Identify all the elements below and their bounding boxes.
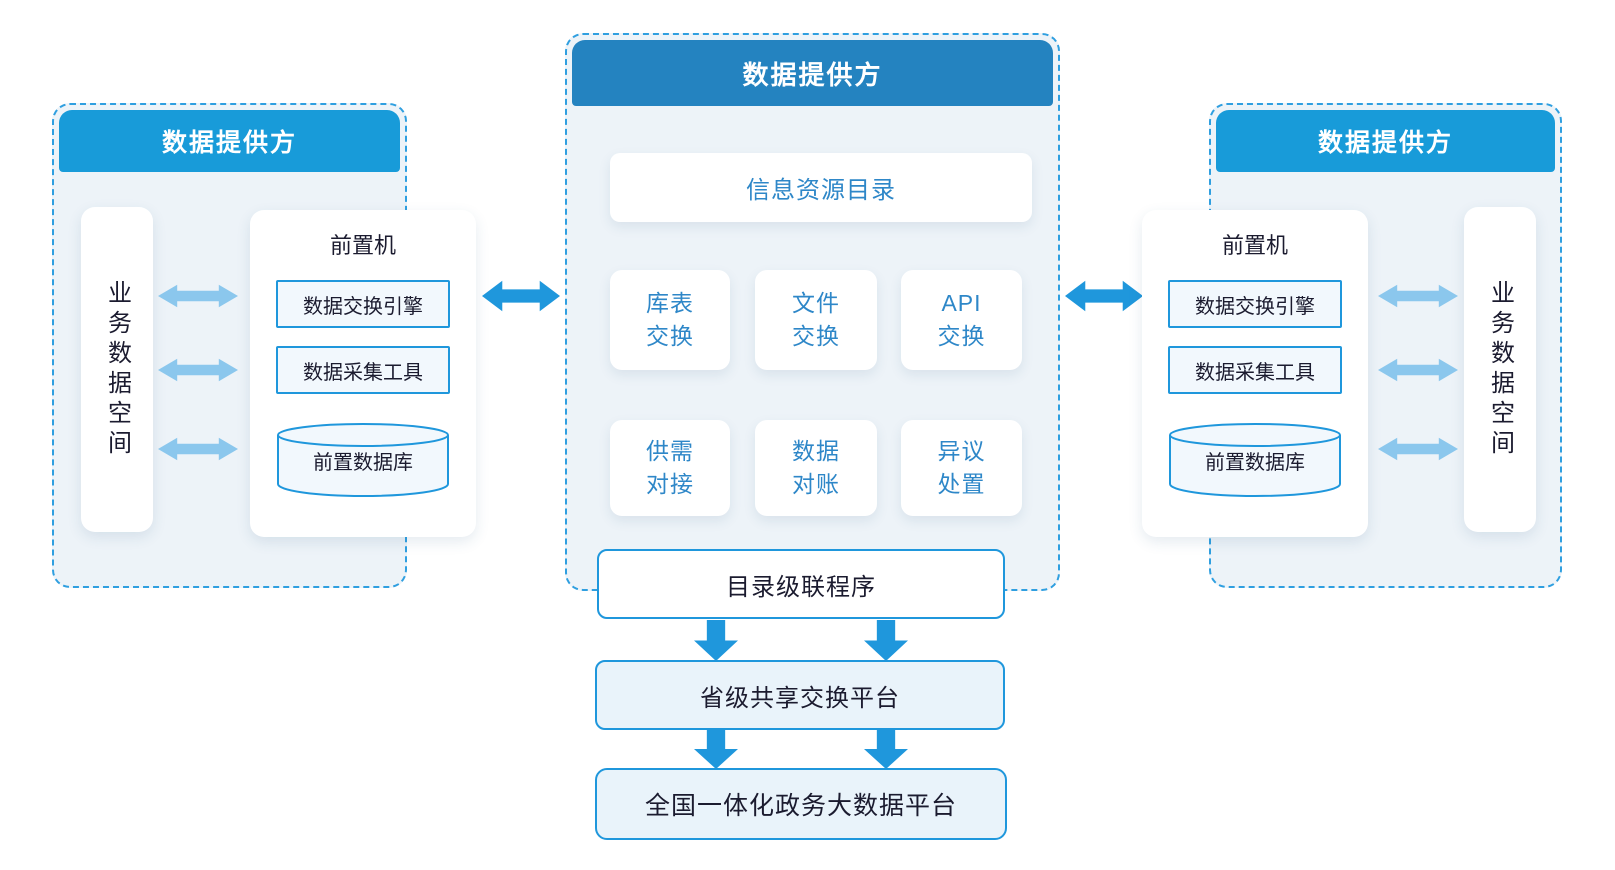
right-frontend-db-label: 前置数据库 [1205, 452, 1305, 474]
module-label-line: API [941, 290, 982, 316]
double-arrow-icon [1065, 277, 1143, 315]
right-exchange-engine-box: 数据交换引擎 [1168, 280, 1342, 328]
double-arrow-icon [158, 355, 238, 385]
left-exchange-engine-box: 数据交换引擎 [276, 280, 450, 328]
double-arrow-icon [158, 281, 238, 311]
double-arrow-icon [482, 277, 560, 315]
center-panel-title-text: 数据提供方 [742, 59, 883, 90]
down-arrow-icon [864, 620, 908, 661]
module-label-line: 交换 [792, 323, 840, 349]
double-arrow-icon [1378, 281, 1458, 311]
right-frontend-db-cylinder: 前置数据库 [1168, 422, 1342, 498]
module-label-line: 处置 [937, 471, 986, 497]
info-resource-catalog-label: 信息资源目录 [746, 177, 896, 204]
national-platform-box: 全国一体化政务大数据平台 [595, 768, 1007, 840]
province-platform-label: 省级共享交换平台 [700, 684, 900, 712]
down-arrow-icon [694, 620, 738, 661]
double-arrow-icon [1378, 434, 1458, 464]
left-panel-title: 数据提供方 [59, 110, 400, 172]
province-platform-box: 省级共享交换平台 [595, 660, 1005, 730]
module-label-line: 文件 [792, 290, 840, 316]
center-panel-title: 数据提供方 [572, 40, 1053, 106]
module-table-exchange: 库表 交换 [610, 270, 730, 370]
right-exchange-engine-label: 数据交换引擎 [1195, 295, 1315, 318]
left-business-data-space-label: 业务数据空间 [103, 279, 131, 460]
left-exchange-engine-label: 数据交换引擎 [303, 295, 423, 318]
down-arrow-icon [694, 729, 738, 769]
module-label-line: 异议 [937, 438, 986, 464]
module-label-line: 库表 [646, 290, 694, 316]
double-arrow-icon [158, 434, 238, 464]
right-collect-tool-box: 数据采集工具 [1168, 346, 1342, 394]
module-api-exchange: API 交换 [901, 270, 1022, 370]
left-frontend-db-label: 前置数据库 [313, 452, 413, 474]
right-frontend-card: 前置机 数据交换引擎 数据采集工具 前置数据库 [1142, 210, 1368, 537]
catalog-cascade-box: 目录级联程序 [597, 549, 1005, 619]
module-data-reconciliation: 数据 对账 [755, 420, 877, 516]
database-cylinder-icon [277, 423, 449, 497]
left-collect-tool-label: 数据采集工具 [303, 361, 423, 384]
double-arrow-icon [1378, 355, 1458, 385]
right-business-data-space-label: 业务数据空间 [1486, 279, 1514, 460]
module-label-line: 供需 [646, 438, 694, 464]
left-panel-title-text: 数据提供方 [161, 129, 297, 157]
module-label-line: 对接 [646, 471, 694, 497]
right-panel-title-text: 数据提供方 [1317, 129, 1453, 157]
left-frontend-card: 前置机 数据交换引擎 数据采集工具 前置数据库 [250, 210, 476, 537]
left-business-data-space: 业务数据空间 [81, 207, 153, 532]
down-arrow-icon [864, 729, 908, 769]
module-supply-demand: 供需 对接 [610, 420, 730, 516]
module-dispute-handling: 异议 处置 [901, 420, 1022, 516]
right-collect-tool-label: 数据采集工具 [1195, 361, 1315, 384]
module-label-line: 对账 [792, 471, 840, 497]
left-frontend-title: 前置机 [329, 233, 396, 258]
center-provider-panel: 数据提供方 信息资源目录 库表 交换 文件 交换 API 交换 供需 对接 数据… [565, 33, 1060, 591]
module-label-line: 数据 [792, 438, 840, 464]
module-label-line: 交换 [937, 323, 986, 349]
database-cylinder-icon [1169, 423, 1341, 497]
national-platform-label: 全国一体化政务大数据平台 [644, 792, 957, 820]
left-frontend-db-cylinder: 前置数据库 [276, 422, 450, 498]
module-file-exchange: 文件 交换 [755, 270, 877, 370]
module-label-line: 交换 [646, 323, 694, 349]
right-panel-title: 数据提供方 [1216, 110, 1555, 172]
info-resource-catalog-box: 信息资源目录 [610, 153, 1032, 222]
left-collect-tool-box: 数据采集工具 [276, 346, 450, 394]
catalog-cascade-label: 目录级联程序 [726, 573, 876, 601]
right-frontend-title: 前置机 [1221, 233, 1288, 258]
right-business-data-space: 业务数据空间 [1464, 207, 1536, 532]
